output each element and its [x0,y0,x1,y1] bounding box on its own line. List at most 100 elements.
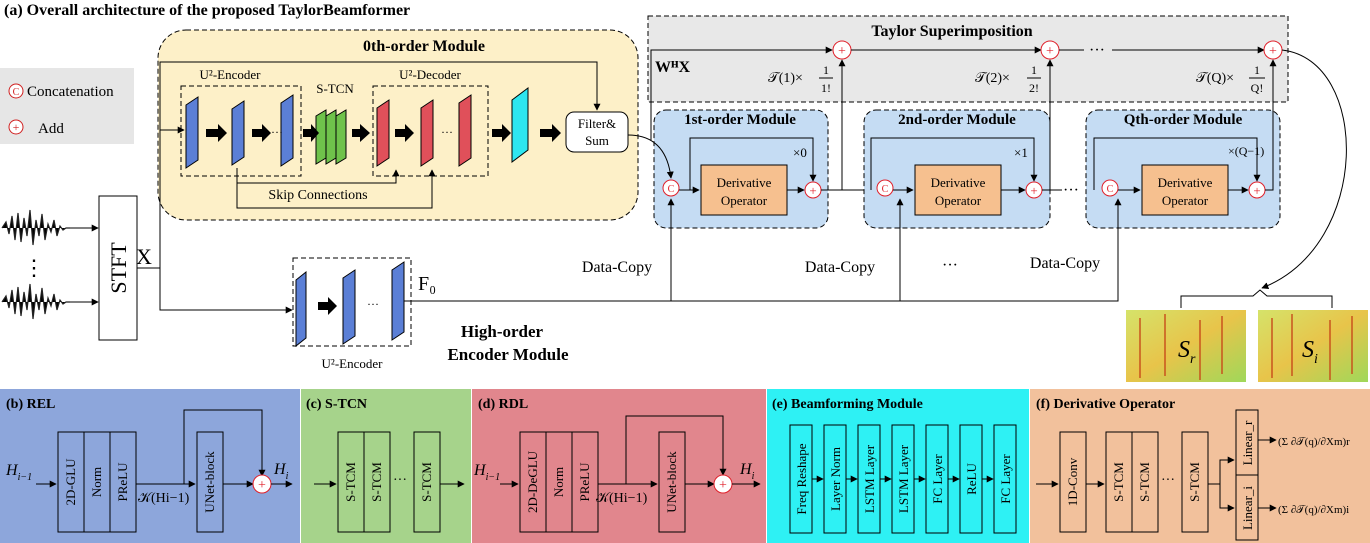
svg-text:Linear_r: Linear_r [1240,420,1255,465]
svg-text:𝒦(Hi−1): 𝒦(Hi−1) [596,491,648,506]
qth-concat [1101,179,1119,197]
svg-text:Norm: Norm [89,467,104,497]
svg-text:×0: ×0 [793,145,807,160]
beamforming-layer-box [993,424,1017,534]
svg-text:×1: ×1 [1014,145,1028,160]
u2-decoder-label: U²-Decoder [399,67,461,82]
beamforming-layer-label: Freq Reshape [794,443,809,514]
sum-imag: (Σ ∂𝒯(q)/∂Xm)i [1278,504,1349,516]
decoder-blocks [376,94,472,167]
first-order-title: 1st-order Module [684,112,796,128]
filter-sum-line1: Filter& [578,116,616,131]
skip-connections-label: Skip Connections [268,188,367,203]
zeroth-order-title: 0th-order Module [363,38,485,55]
add-legend-symbol: + [13,120,20,134]
add-legend-label: Add [38,121,64,137]
beamforming-block [511,87,529,163]
rdl-panel [472,389,766,543]
svg-text:C: C [1107,184,1114,195]
svg-text:+: + [809,183,816,198]
svg-text:···: ··· [441,125,453,139]
high-order-encoder-blocks [295,261,405,348]
svg-text:S-TCM: S-TCM [1137,462,1152,502]
filter-sum-line2: Sum [585,133,609,148]
sum-real: (Σ ∂𝒯(q)/∂Xm)r [1278,436,1350,448]
svg-text:···: ··· [393,473,407,488]
beamforming-title: (e) Beamforming Module [772,397,923,412]
svg-text:C: C [882,184,889,195]
waveform-icon-2 [1,283,70,320]
zeroth-order-module [157,29,639,221]
svg-text:+: + [719,478,727,493]
u2-encoder-group [180,85,302,177]
svg-text:···: ··· [942,257,958,274]
svg-text:UNet-block: UNet-block [202,451,217,513]
high-order-title-1: High-order [461,322,544,341]
whx-label: WᴴX [655,59,691,76]
svg-text:···: ··· [1063,182,1079,199]
svg-text:+: + [1253,183,1260,198]
high-order-title-2: Encoder Module [447,345,569,364]
encoder-blocks [185,94,294,169]
beamforming-layer-label: LSTM Layer [862,444,877,513]
second-order-title: 2nd-order Module [898,112,1016,128]
svg-text:+: + [838,44,846,59]
derivative-operator-panel [1030,389,1370,543]
svg-text:Q!: Q! [1251,81,1264,95]
svg-text:PReLU: PReLU [115,462,130,502]
add-legend-icon [8,119,24,135]
first-derivative-operator [700,164,788,216]
u2-encoder-label: U²-Encoder [200,67,262,82]
svg-text:S-TCM: S-TCM [419,462,434,502]
svg-text:2D-DeGLU: 2D-DeGLU [525,450,540,513]
rel-title: (b) REL [6,397,55,412]
concat-legend-label: Concatenation [27,84,114,100]
svg-text:PReLU: PReLU [577,462,592,502]
svg-text:···: ··· [1089,42,1105,59]
x-label: X [136,244,152,269]
second-concat [876,179,894,197]
svg-text:1D-Conv: 1D-Conv [1065,457,1080,506]
legend-box [0,68,134,144]
svg-text:Operator: Operator [935,193,982,208]
svg-text:S-TCM: S-TCM [369,462,384,502]
taylor-coef-1: 𝒯(1)× [768,71,803,86]
stcn-blocks [315,109,347,165]
svg-text:Operator: Operator [721,193,768,208]
input-dots: ⋮ [23,255,45,280]
waveform-icon-1 [1,209,70,246]
svg-text:C: C [668,184,675,195]
high-order-encoder-group [292,257,412,347]
svg-text:Linear_i: Linear_i [1240,486,1255,530]
svg-text:2D-GLU: 2D-GLU [63,458,78,506]
beamforming-layer-label: Layer Norm [828,447,843,511]
stcn-panel-title: (c) S-TCN [306,397,367,412]
spectrogram-imag [1258,310,1368,382]
data-copy-3: Data-Copy [1030,255,1100,272]
beamforming-layer-label: ReLU [964,463,979,495]
svg-text:+: + [1030,183,1037,198]
svg-text:UNet-block: UNet-block [664,451,679,513]
high-order-u2-encoder-label: U²-Encoder [322,356,384,371]
taylor-title: Taylor Superimposition [871,23,1032,40]
figure-title: (a) Overall architecture of the proposed… [4,2,410,19]
data-copy-2: Data-Copy [805,259,875,276]
first-concat [662,179,680,197]
svg-text:···: ··· [271,125,283,139]
beamforming-layer-label: FC Layer [998,454,1013,504]
filter-sum-box [565,111,629,153]
concat-legend-icon [8,83,24,99]
stft-box [98,195,138,341]
svg-text:1: 1 [823,63,829,77]
svg-text:1: 1 [1254,63,1260,77]
second-derivative-operator [914,164,1002,216]
rdl-title: (d) RDL [478,397,528,412]
f0-label: F₀ [418,273,436,295]
concat-legend-symbol: C [13,87,20,98]
svg-text:2!: 2! [1029,81,1039,95]
svg-text:···: ··· [367,297,379,311]
beamforming-panel [767,389,1029,543]
svg-text:S-TCM: S-TCM [1187,462,1202,502]
